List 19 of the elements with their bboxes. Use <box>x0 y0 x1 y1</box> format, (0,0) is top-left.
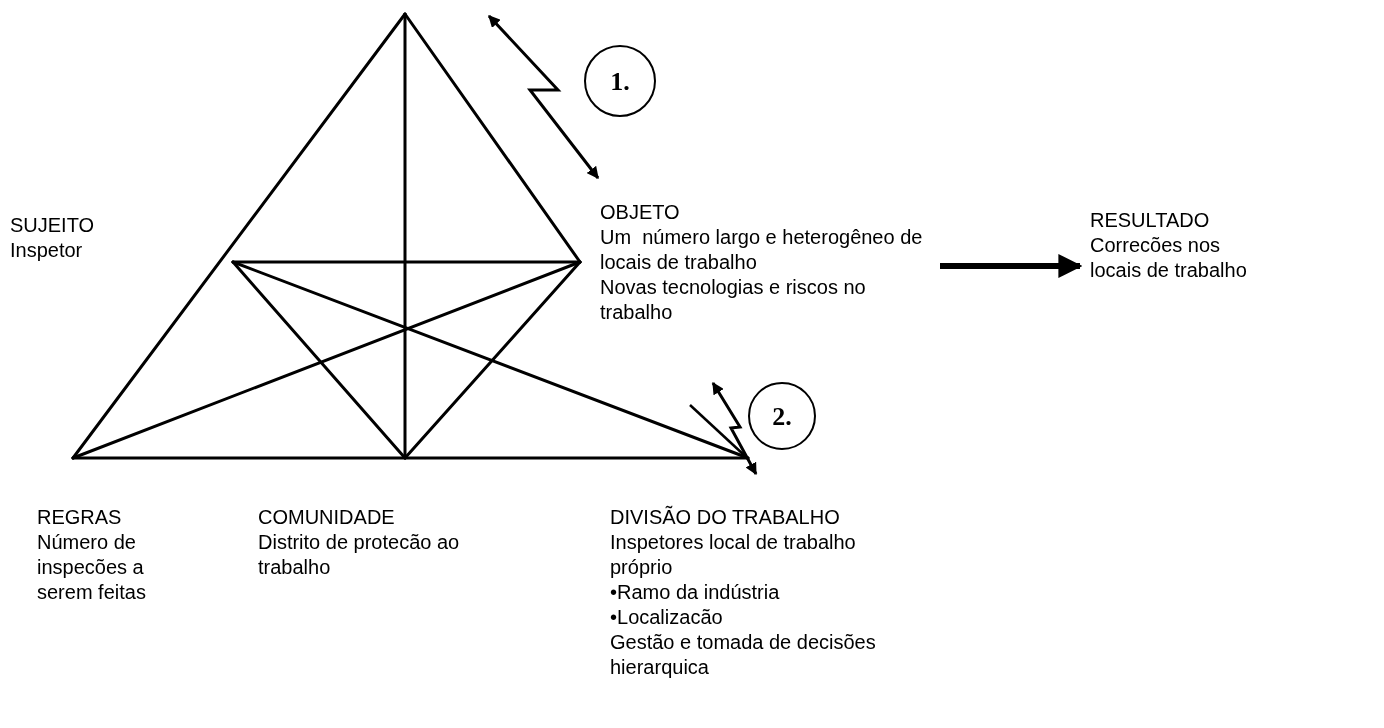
arrow <box>940 254 1083 278</box>
heading-text: DIVISÃO DO TRABALHO <box>610 505 841 530</box>
heading-text: REGRAS <box>37 505 123 530</box>
heading-text: RESULTADO <box>1090 208 1211 233</box>
body-text: Inspetor <box>10 238 84 263</box>
heading-text: COMUNIDADE <box>258 505 396 530</box>
body-text: Número de inspecões a serem feitas <box>37 530 147 605</box>
body-text: Correcões nos locais de trabalho <box>1090 233 1248 283</box>
body-text: Um número largo e heterogêneo de locais de trabalho <box>600 225 924 275</box>
body-text: Inspetores local de trabalho próprio <box>610 530 857 580</box>
heading-text: OBJETO <box>600 200 681 225</box>
heading-text: SUJEITO <box>10 213 96 238</box>
body-text: •Ramo da indústria <box>610 580 781 605</box>
body-text: •Localizacão <box>610 605 724 630</box>
number-circle: 1. <box>584 45 656 117</box>
number-circle: 2. <box>748 382 816 450</box>
body-text: Distrito de protecão ao trabalho <box>258 530 461 580</box>
body-text: Novas tecnologias e riscos no trabalho <box>600 275 867 325</box>
body-text: Gestão e tomada de decisões hierarquica <box>610 630 877 680</box>
